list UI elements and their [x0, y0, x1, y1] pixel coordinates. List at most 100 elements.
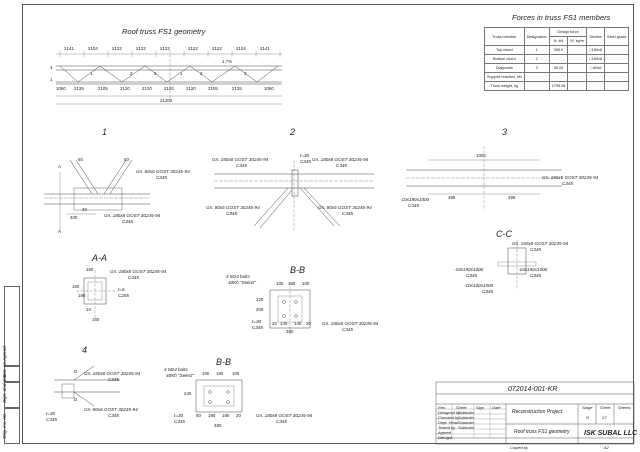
- callout-text: C345: [128, 275, 139, 280]
- dim-label: 2105: [98, 86, 108, 91]
- callout-text: -10x190x1000: [518, 267, 548, 272]
- callout-text: Gn. 180x8 GOST 30245-94: [312, 157, 369, 162]
- tb-role: Checked by: [438, 415, 460, 420]
- callout-text: -10x100x1000: [464, 283, 494, 288]
- callout-text: t=30: [300, 153, 310, 158]
- dim-label: 2141: [260, 46, 270, 51]
- strip-inst: Inst. no.: [2, 361, 20, 382]
- callout-text: Gn. 80x6 GOST 30245-94: [84, 407, 138, 412]
- callout-text: Gn. 180x8 GOST 30245-94: [104, 213, 161, 218]
- table-subheader: N, kN: [548, 36, 569, 46]
- diagonals: [59, 65, 279, 83]
- callout-text: C345: [108, 377, 119, 382]
- truss-title: Roof truss FS1 geometry: [122, 27, 206, 36]
- node-mark: 4: [50, 65, 53, 70]
- callout-text: C345: [276, 419, 287, 424]
- callout-text: C345: [156, 175, 167, 180]
- callout-text: C345: [252, 325, 263, 330]
- tb-sheet-label: Sheet: [600, 405, 611, 410]
- drawing-code: 072014-001-KR: [508, 386, 558, 393]
- section-cc-title: C-C: [496, 229, 512, 239]
- dim-label: 80: [196, 413, 201, 418]
- dim-label: 180: [288, 281, 296, 286]
- callout-text: -10x190x1000: [454, 267, 484, 272]
- dim-label: 180: [72, 284, 80, 289]
- truss-slope: 1,7%: [222, 59, 233, 64]
- dim-label: 60: [78, 157, 83, 162]
- tb-name: Subbotin: [458, 410, 474, 415]
- callout-text: t=30: [174, 413, 184, 418]
- tb-role: Dept. Head: [438, 420, 459, 425]
- forces-table: Truss member Designation Design force Se…: [484, 27, 630, 91]
- dim-label: 240: [184, 391, 192, 396]
- callout-text: t=6: [118, 287, 125, 292]
- dim-label: 2122: [160, 46, 170, 51]
- tb-project: Reconstruction Project: [512, 409, 563, 415]
- dim-label: 2135: [74, 86, 84, 91]
- section-aa-title: A-A: [92, 253, 108, 263]
- table-header: Truss member: [484, 27, 525, 46]
- tb-role: Def.Ignt.: [438, 435, 454, 440]
- callout-text: 4 M24 bolts: [164, 367, 188, 372]
- tb-name: Subbotin: [458, 420, 474, 425]
- dim-label: 400: [70, 215, 78, 220]
- dim-label: 495: [508, 195, 516, 200]
- callout-text: C345: [236, 163, 247, 168]
- dim-label: 1060: [56, 86, 66, 91]
- tb-role: Agreed: [438, 430, 451, 435]
- callout-text: C345: [530, 273, 541, 278]
- truss-overall-dim: 21200: [160, 98, 173, 103]
- dim-label: 1060: [264, 86, 274, 91]
- dim-label: 100: [202, 371, 210, 376]
- table-header: Section: [586, 27, 606, 46]
- tb-col: Sign: [476, 405, 485, 410]
- callout-text: Gn. 180x8 GOST 30245-94: [84, 371, 141, 376]
- dim-label: 20: [306, 321, 311, 326]
- dim-label: 2120: [120, 86, 130, 91]
- callout-text: 40Kh "Select": [228, 280, 257, 285]
- callout-text: C345: [226, 211, 237, 216]
- dim-label: 2120: [186, 86, 196, 91]
- tb-col: Date: [492, 405, 501, 410]
- tb-sheet: 27: [602, 415, 607, 420]
- dim-label: 100: [276, 281, 284, 286]
- member-mark: 1: [180, 71, 183, 76]
- tb-col: Sheet: [456, 405, 467, 410]
- callout-text: Gn. 80x6 GOST 30245-94: [318, 205, 372, 210]
- tb-name: Subbotin: [458, 415, 474, 420]
- section-3-title: 3: [502, 127, 508, 137]
- callout-text: C345: [562, 181, 573, 186]
- dim-label: 180: [216, 371, 224, 376]
- tb-name: Subbotin: [458, 425, 474, 430]
- callout-text: Gn. 180x8 GOST 30245-94: [322, 321, 379, 326]
- dim-label: 2104: [236, 46, 246, 51]
- dim-label: 495: [448, 195, 456, 200]
- tb-stage-label: Stage: [582, 405, 593, 410]
- callout-text: Gn. 180x8 GOST 30245-94: [212, 157, 269, 162]
- dim-label: 160: [92, 317, 100, 322]
- callout-text: C345: [530, 247, 541, 252]
- forces-title: Forces in truss FS1 members: [512, 13, 611, 22]
- tb-copied: Copied by: [510, 445, 529, 450]
- dim-label: 140: [280, 321, 288, 326]
- dim-label: 20: [272, 321, 277, 326]
- section-2-title: 2: [290, 127, 296, 137]
- callout-text: t=30: [46, 411, 56, 416]
- dim-label: 380: [286, 329, 294, 334]
- cut-letter: A: [58, 164, 61, 169]
- strip-orig: Orig. inv. No.: [2, 408, 20, 444]
- dim-label: 2135: [232, 86, 242, 91]
- section-bb2-title: B-B: [216, 357, 232, 367]
- dim-label: 2120: [142, 86, 152, 91]
- table-header: Steel grade: [604, 27, 630, 46]
- callout-text: C345: [122, 219, 133, 224]
- section-bb-title: B-B: [290, 265, 306, 275]
- dim-label: 2122: [112, 46, 122, 51]
- dim-label: 2122: [188, 46, 198, 51]
- dim-label: 1000: [476, 153, 486, 158]
- callout-text: C345: [466, 273, 477, 278]
- dim-label: 190: [208, 413, 216, 418]
